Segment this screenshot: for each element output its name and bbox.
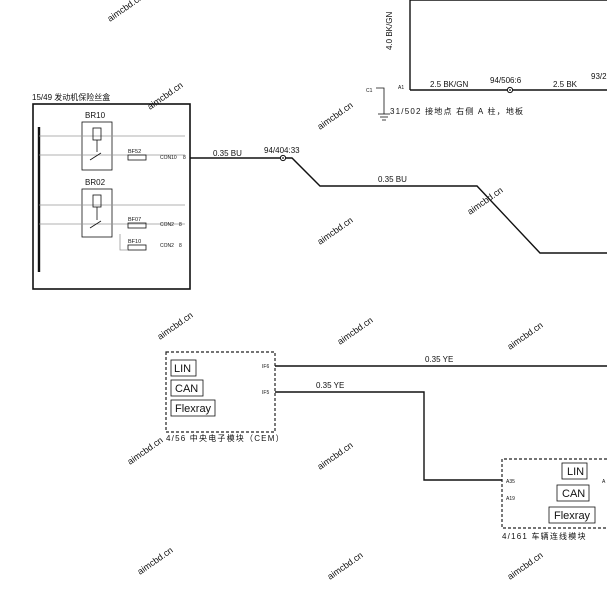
fuse-bf07-label: BF07 [128,217,141,223]
watermark: aimcbd.cn [505,320,544,352]
fuse-bf52 [127,154,147,161]
fuse-bf52-label: BF52 [128,149,141,155]
bus-box-lin [561,462,588,480]
relay-coil [92,127,102,141]
module2-outline [501,458,607,529]
watermarks: aimcbd.cn aimcbd.cn aimcbd.cn aimcbd.cn … [105,0,544,582]
cem-pin-if5: IF5 [262,390,269,396]
watermark: aimcbd.cn [315,440,354,472]
relay-br10-label: BR10 [85,111,106,120]
cem-title: 4/56 中央电子模块（CEM） [166,433,285,443]
bus-box-flexray [548,506,596,524]
top-wiring: 4.0 BK/GN 2.5 BK/GN 94/506:6 2.5 BK 93/2… [366,0,607,121]
connector-label: CON2 [160,222,174,228]
ground-point-label: 31/502 接地点 右侧 A 柱，地板 [390,106,524,116]
relay-br02 [81,188,113,238]
wire-label-bu-2: 0.35 BU [378,175,407,184]
watermark: aimcbd.cn [505,550,544,582]
watermark: aimcbd.cn [105,0,144,24]
ground-lead [376,87,385,114]
wire-label-vertical: 4.0 BK/GN [385,12,394,50]
bu-wire: 0.35 BU 94/404:33 0.35 BU [190,146,607,254]
fuse-box-title: 15/49 发动机保险丝盒 [32,92,110,102]
bus-label-flexray: Flexray [175,403,212,415]
bus-box-can [556,484,590,502]
module2-title: 4/161 车辆连线模块 [502,531,587,541]
wire-0-35-bu [190,157,607,254]
cem-module: LIN CAN Flexray IF6 IF5 4/56 中央电子模块（CEM） [165,351,285,443]
wire-0-35-ye-2 [275,391,502,481]
connector-label: CON2 [160,243,174,249]
bus-box-lin [170,359,197,377]
module2-pin-a35: A35 [506,479,515,485]
cem-outline [165,351,276,433]
splice-label-bu: 94/404:33 [264,146,300,155]
bus-label-lin: LIN [174,363,191,375]
fuse-box-outline [32,103,191,290]
fuse-bf10 [127,244,147,251]
wire-label-bk-gn: 2.5 BK/GN [430,80,468,89]
watermark: aimcbd.cn [155,310,194,342]
fuse-bf07 [127,222,147,229]
pin-c1: C1 [366,88,373,94]
connector-pin: 8 [179,243,182,249]
watermark: aimcbd.cn [135,545,174,577]
connector-pin: 8 [183,155,186,161]
watermark: aimcbd.cn [125,435,164,467]
cem-pin-if6: IF6 [262,364,269,370]
wire-label-bk: 2.5 BK [553,80,578,89]
connector-label: CON10 [160,155,177,161]
watermark: aimcbd.cn [325,550,364,582]
module2-pin-a19: A19 [506,496,515,502]
cut-label: 93/2 [591,72,607,81]
module2-pin-a: A [602,479,606,485]
watermark: aimcbd.cn [465,185,504,217]
pin-a1: A1 [398,85,404,91]
bus-box-can [170,379,204,397]
relay-contact [89,220,102,229]
splice-dot [282,157,284,159]
wire-label-ye-2: 0.35 YE [316,381,344,390]
connector-pin: 8 [179,222,182,228]
fuse-bf10-label: BF10 [128,239,141,245]
relay-br02-label: BR02 [85,178,106,187]
relay-contact [89,152,102,161]
engine-fuse-box: 15/49 发动机保险丝盒 BR10 BR02 BF52 CON10 8 BF0… [32,92,191,290]
watermark: aimcbd.cn [335,315,374,347]
watermark: aimcbd.cn [315,215,354,247]
wire-label-ye-1: 0.35 YE [425,355,453,364]
wire-label-bu-1: 0.35 BU [213,149,242,158]
splice-label: 94/506:6 [490,76,522,85]
bus-label-flexray: Flexray [554,510,591,522]
bus-label-can: CAN [562,488,585,500]
watermark: aimcbd.cn [145,80,184,112]
ye-wires: 0.35 YE 0.35 YE [275,355,607,481]
relay-br10 [81,121,113,171]
splice-dot [509,89,511,91]
bus-label-can: CAN [175,383,198,395]
internal-line [119,234,128,251]
vehicle-connectivity-module: A35 A19 A LIN CAN Flexray 4/161 车辆连线模块 [501,458,607,541]
bus-box-flexray [170,399,216,417]
bus-label-lin: LIN [567,466,584,478]
watermark: aimcbd.cn [315,100,354,132]
